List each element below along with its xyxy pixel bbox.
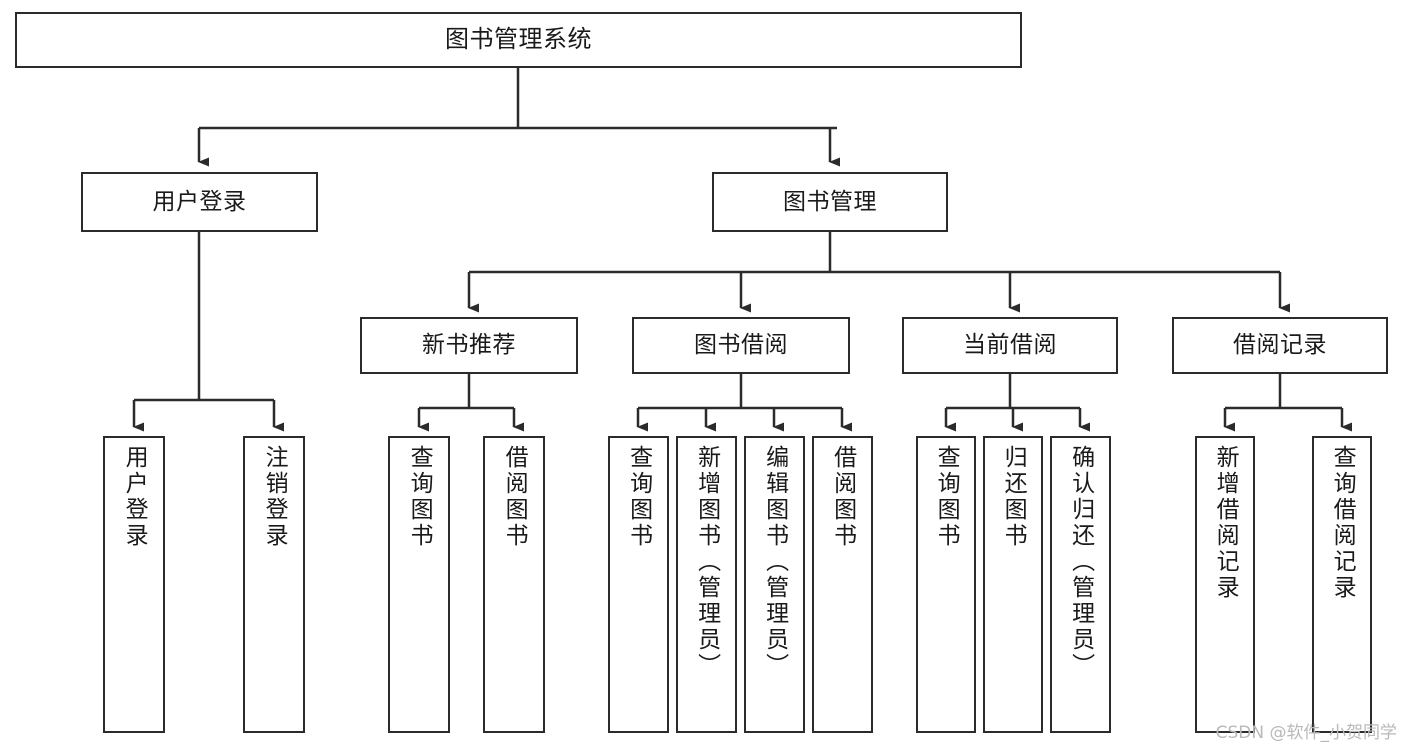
node-label: 查询图书 bbox=[625, 445, 652, 549]
node-leaf-add-book-admin[interactable]: 新增图书（管理员） bbox=[676, 436, 737, 733]
node-label: 图书管理系统 bbox=[445, 25, 592, 54]
node-user-login[interactable]: 用户登录 bbox=[81, 172, 318, 232]
node-leaf-return-book[interactable]: 归还图书 bbox=[983, 436, 1043, 733]
node-root-system[interactable]: 图书管理系统 bbox=[15, 12, 1022, 68]
node-label: 借阅图书 bbox=[829, 445, 856, 549]
node-label: 查询图书 bbox=[933, 445, 960, 549]
node-label: 查询图书 bbox=[406, 445, 433, 549]
node-label: 用户登录 bbox=[152, 188, 247, 215]
node-leaf-query-book-1[interactable]: 查询图书 bbox=[388, 436, 450, 733]
node-label: 编辑图书（管理员） bbox=[761, 445, 788, 679]
node-new-book-recommend[interactable]: 新书推荐 bbox=[360, 317, 578, 374]
node-label: 注销登录 bbox=[261, 445, 288, 549]
node-label: 借阅图书 bbox=[501, 445, 528, 549]
node-leaf-borrow-book-2[interactable]: 借阅图书 bbox=[812, 436, 873, 733]
node-book-borrow[interactable]: 图书借阅 bbox=[632, 317, 850, 374]
node-current-borrow[interactable]: 当前借阅 bbox=[902, 317, 1118, 374]
node-leaf-add-borrow-record[interactable]: 新增借阅记录 bbox=[1195, 436, 1255, 733]
node-leaf-query-borrow-record[interactable]: 查询借阅记录 bbox=[1312, 436, 1372, 733]
node-label: 归还图书 bbox=[1000, 445, 1027, 549]
node-label: 图书管理 bbox=[783, 188, 877, 215]
node-label: 新增图书（管理员） bbox=[693, 445, 720, 679]
node-label: 新书推荐 bbox=[422, 332, 516, 359]
node-label: 确认归还（管理员） bbox=[1067, 445, 1094, 679]
node-label: 用户登录 bbox=[121, 445, 148, 549]
node-label: 当前借阅 bbox=[963, 332, 1057, 359]
node-label: 图书借阅 bbox=[694, 332, 788, 359]
node-leaf-query-book-2[interactable]: 查询图书 bbox=[608, 436, 669, 733]
node-borrow-record[interactable]: 借阅记录 bbox=[1172, 317, 1388, 374]
node-book-manage[interactable]: 图书管理 bbox=[712, 172, 948, 232]
node-leaf-edit-book-admin[interactable]: 编辑图书（管理员） bbox=[744, 436, 805, 733]
csdn-watermark: CSDN @软件_小贺同学 bbox=[1215, 723, 1397, 743]
node-leaf-confirm-return-admin[interactable]: 确认归还（管理员） bbox=[1050, 436, 1111, 733]
node-leaf-logout-login[interactable]: 注销登录 bbox=[243, 436, 305, 733]
node-leaf-query-book-3[interactable]: 查询图书 bbox=[916, 436, 976, 733]
node-leaf-user-login[interactable]: 用户登录 bbox=[103, 436, 165, 733]
node-leaf-borrow-book-1[interactable]: 借阅图书 bbox=[483, 436, 545, 733]
node-label: 借阅记录 bbox=[1233, 332, 1327, 359]
node-label: 查询借阅记录 bbox=[1329, 445, 1356, 601]
node-label: 新增借阅记录 bbox=[1212, 445, 1239, 601]
